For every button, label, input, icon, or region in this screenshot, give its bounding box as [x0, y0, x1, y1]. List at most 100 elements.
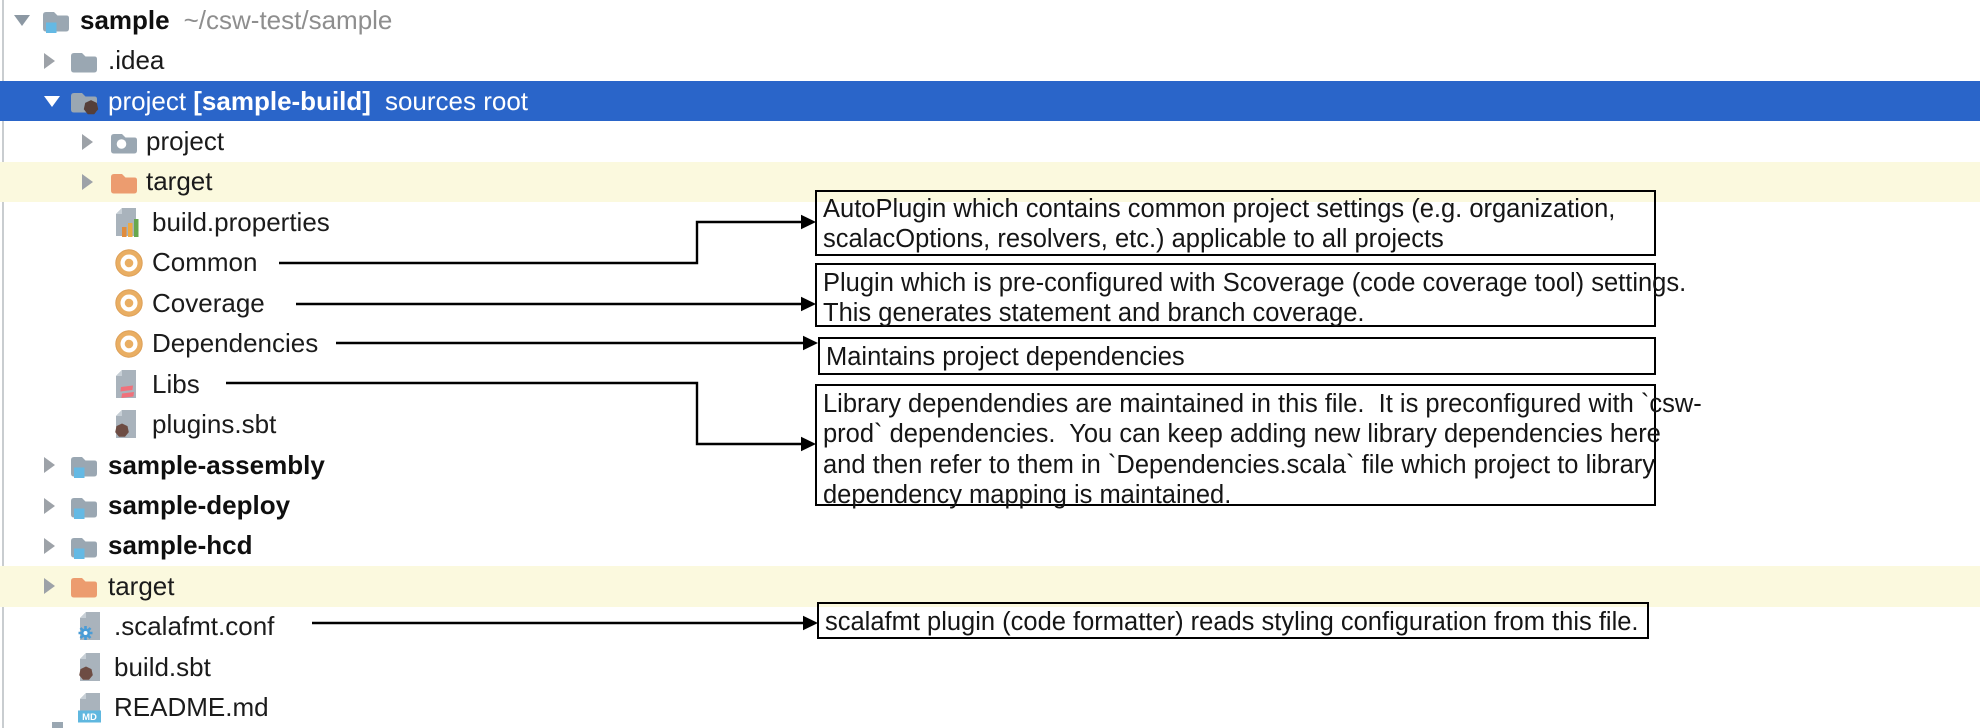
label-segment: sample — [80, 4, 170, 35]
label-segment: ~/csw-test/sample — [183, 4, 393, 35]
tree-row-idea-folder[interactable]: .idea — [0, 40, 1980, 80]
chevron-collapsed-icon[interactable] — [44, 497, 55, 514]
module-folder-icon — [70, 494, 99, 525]
tree-row-label: project — [146, 121, 224, 161]
tree-row-label: Coverage — [152, 283, 265, 323]
folder-dot-icon — [110, 130, 139, 161]
tree-row-label: target — [146, 162, 213, 202]
label-segment: sample-assembly — [108, 449, 325, 480]
partially-visible-row — [52, 722, 63, 728]
config-file-icon — [78, 611, 104, 647]
annotation-line: Library dependendies are maintained in t… — [823, 390, 1702, 418]
annotation-note-libs: Library dependendies are maintained in t… — [815, 384, 1702, 509]
chevron-collapsed-icon[interactable] — [44, 578, 55, 595]
module-folder-icon — [70, 453, 99, 484]
chevron-collapsed-icon[interactable] — [44, 537, 55, 554]
tree-row-label: build.properties — [152, 202, 330, 242]
tree-row-sample-deploy[interactable]: sample-deploy — [0, 485, 1980, 525]
scala-object-icon — [114, 248, 144, 283]
tree-row-libs-scala[interactable]: Libs — [0, 364, 1980, 404]
chevron-collapsed-icon[interactable] — [82, 133, 93, 150]
label-segment: sample-deploy — [108, 490, 291, 521]
tree-row-label: .scalafmt.conf — [114, 607, 274, 647]
tree-row-label: sample-hcd — [108, 526, 253, 566]
tree-row-target-root[interactable]: target — [0, 566, 1980, 607]
tree-row-sample-assembly[interactable]: sample-assembly — [0, 445, 1980, 485]
label-segment: plugins.sbt — [152, 409, 277, 440]
module-folder-icon — [70, 534, 99, 565]
annotation-note-coverage: Plugin which is pre-configured with Scov… — [815, 263, 1687, 328]
scala-file-icon — [114, 369, 140, 405]
annotation-line: AutoPlugin which contains common project… — [823, 195, 1616, 223]
label-segment: Libs — [152, 368, 200, 399]
tree-row-label: Common — [152, 243, 257, 283]
tree-row-label: sample-assembly — [108, 445, 325, 485]
label-segment: .idea — [108, 45, 165, 76]
tree-row-label: target — [108, 566, 175, 606]
annotation-line: and then refer to them in `Dependencies.… — [823, 450, 1655, 479]
folder-icon — [70, 49, 99, 80]
chevron-collapsed-icon[interactable] — [82, 173, 93, 190]
label-segment: Dependencies — [152, 328, 319, 359]
tree-row-common-scala[interactable]: Common — [0, 243, 1980, 283]
label-segment: target — [146, 166, 213, 197]
label-segment: README.md — [114, 692, 269, 723]
tree-row-label: Dependencies — [152, 324, 318, 364]
annotation-line: This generates statement and branch cove… — [823, 299, 1365, 328]
sbt-module-folder-icon — [70, 89, 99, 120]
tree-row-label: Libs — [152, 364, 200, 404]
tree-row-project-sample-build[interactable]: project [sample-build] sources root — [0, 80, 1980, 122]
label-segment: target — [108, 570, 175, 601]
markdown-file-icon: MD — [78, 692, 104, 728]
excluded-folder-icon — [70, 574, 99, 605]
tree-row-label: project [sample-build] sources root — [108, 81, 528, 121]
tree-row-dependencies-scala[interactable]: Dependencies — [0, 324, 1980, 364]
tree-row-sample-root[interactable]: sample ~/csw-test/sample — [0, 0, 1980, 40]
tree-row-label: sample ~/csw-test/sample — [80, 0, 392, 40]
tree-row-target-build[interactable]: target — [0, 161, 1980, 203]
properties-file-icon — [114, 207, 140, 243]
annotation-line: Plugin which is pre-configured with Scov… — [823, 269, 1687, 297]
label-segment: build.sbt — [114, 651, 211, 682]
annotation-note-common: AutoPlugin which contains common project… — [815, 190, 1656, 256]
annotation-note-dependencies: Maintains project dependencies — [818, 337, 1656, 375]
tree-row-readme-md[interactable]: MD README.md — [0, 688, 1980, 728]
tree-row-build-sbt[interactable]: build.sbt — [0, 647, 1980, 687]
tree-row-project-subfolder[interactable]: project — [0, 121, 1980, 161]
tree-row-coverage-scala[interactable]: Coverage — [0, 283, 1980, 323]
annotation-note-scalafmt: scalafmt plugin (code formatter) reads s… — [817, 602, 1649, 639]
annotation-line: dependency mapping is maintained. — [823, 481, 1232, 510]
tree-row-sample-hcd[interactable]: sample-hcd — [0, 526, 1980, 566]
chevron-collapsed-icon[interactable] — [44, 457, 55, 474]
label-segment: sources root — [384, 85, 529, 116]
label-segment: Coverage — [152, 287, 265, 318]
panel-left-border — [2, 0, 4, 728]
label-segment: sample-hcd — [108, 530, 253, 561]
annotation-line: prod` dependencies. You can keep adding … — [823, 420, 1661, 449]
label-segment: .scalafmt.conf — [114, 611, 275, 642]
chevron-expanded-icon[interactable] — [14, 14, 30, 26]
annotation-line: scalacOptions, resolvers, etc.) applicab… — [823, 225, 1444, 254]
tree-row-label: sample-deploy — [108, 485, 290, 525]
chevron-collapsed-icon[interactable] — [44, 52, 55, 69]
scala-object-icon — [114, 329, 144, 364]
sbt-file-icon — [78, 652, 104, 688]
project-root-folder-icon — [42, 8, 71, 39]
chevron-expanded-icon[interactable] — [44, 95, 60, 107]
label-segment: build.properties — [152, 206, 330, 237]
annotation-line: Maintains project dependencies — [826, 343, 1185, 371]
svg-text:MD: MD — [82, 712, 97, 723]
scala-object-icon — [114, 288, 144, 323]
excluded-folder-icon — [110, 170, 139, 201]
label-segment: project — [146, 126, 225, 157]
label-segment: Common — [152, 247, 258, 278]
tree-row-label: .idea — [108, 40, 164, 80]
tree-row-label: README.md — [114, 688, 269, 728]
annotation-line: scalafmt plugin (code formatter) reads s… — [825, 608, 1639, 636]
tree-row-label: build.sbt — [114, 647, 211, 687]
tree-row-label: plugins.sbt — [152, 404, 276, 444]
label-segment: [sample-build] — [193, 85, 371, 116]
tree-row-scalafmt-conf[interactable]: .scalafmt.conf — [0, 607, 1980, 647]
label-segment: project — [108, 85, 194, 116]
